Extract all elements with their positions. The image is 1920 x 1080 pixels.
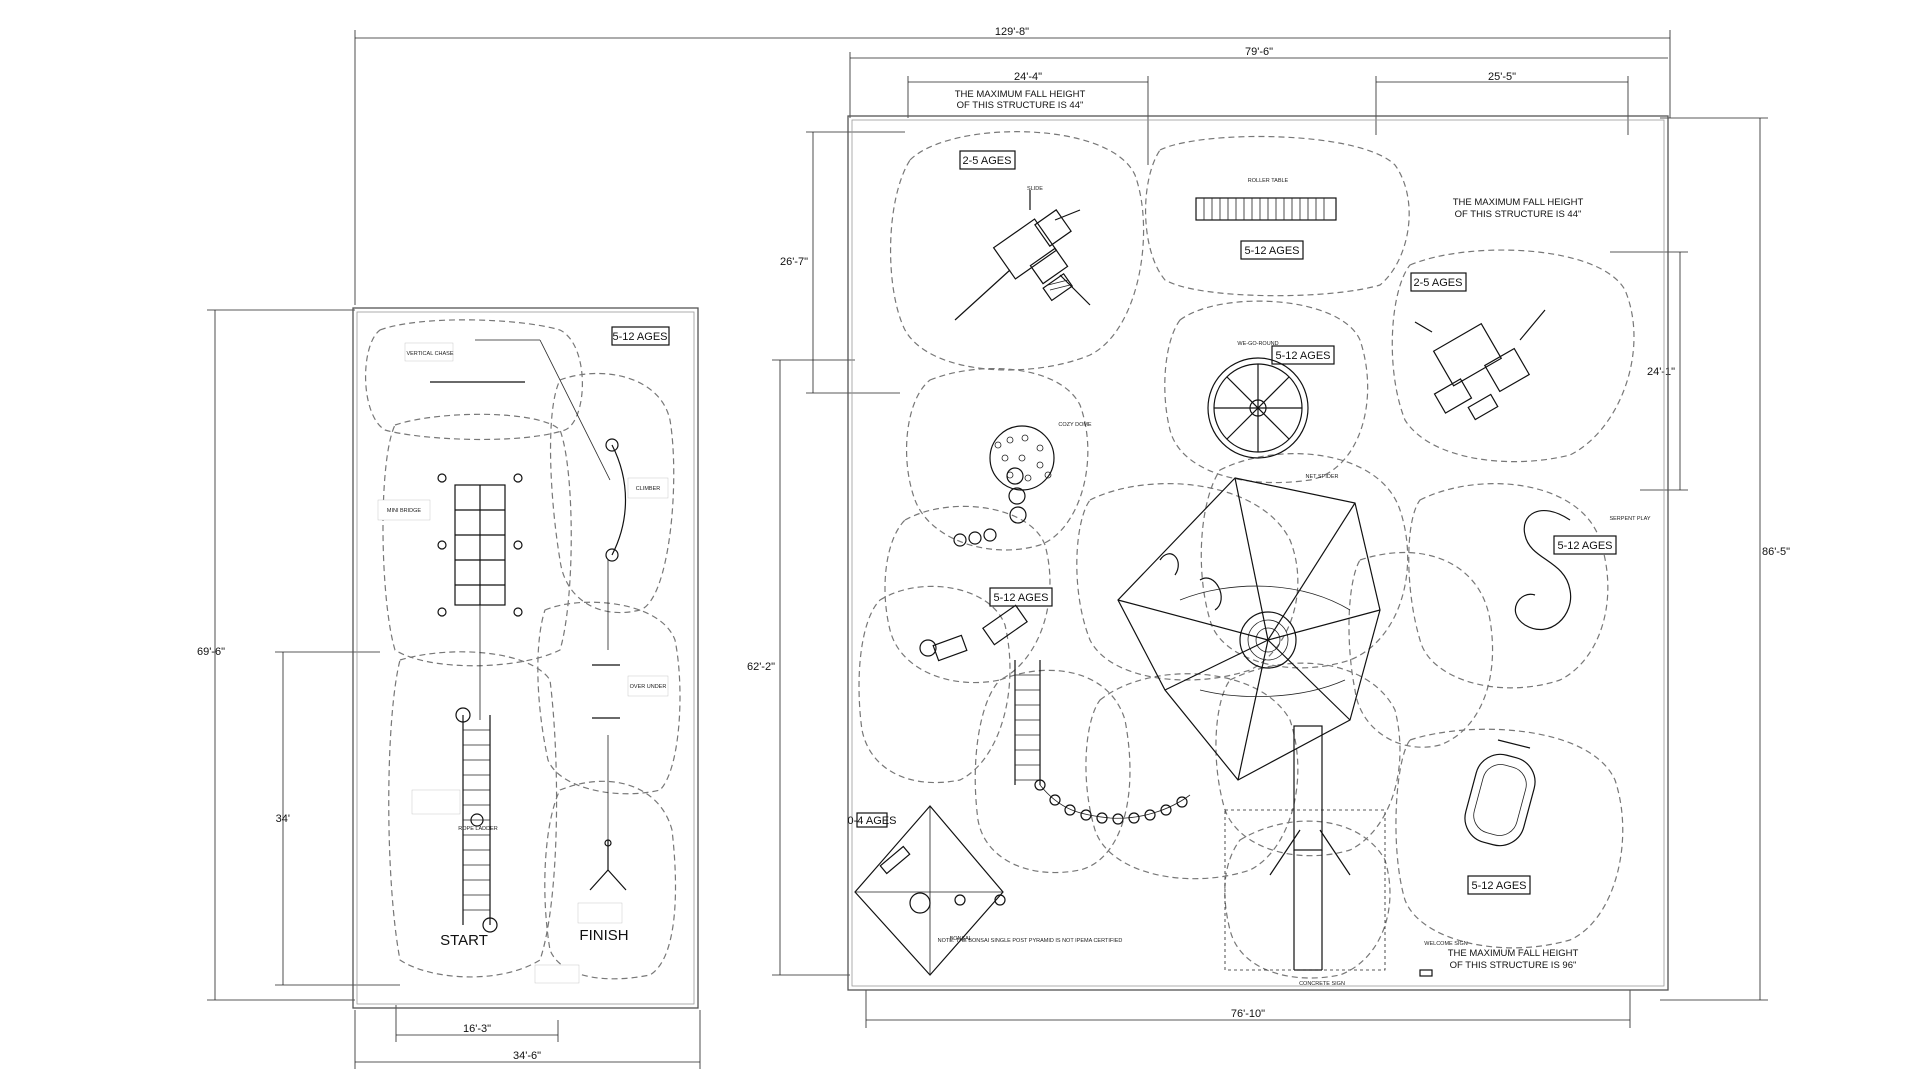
dim-86-5: 86'-5"	[1762, 546, 1790, 558]
we-go-round	[1207, 357, 1309, 459]
age-text-right-2-5: 2-5 AGES	[1414, 277, 1463, 289]
finish-label: FINISH	[579, 927, 628, 944]
toddler-structure-top-left	[954, 190, 1091, 321]
dim-34: 34'	[276, 813, 290, 825]
dim-69-6: 69'-6"	[197, 646, 225, 658]
callout-roller-table: ROLLER TABLE	[1248, 178, 1289, 184]
dim-24-1: 24'-1"	[1647, 366, 1675, 378]
dim-62-2: 62'-2"	[747, 661, 775, 673]
fall-note-96-line2: OF THIS STRUCTURE IS 96"	[1450, 960, 1577, 971]
callout-mini-bridge: MINI BRIDGE	[387, 508, 422, 514]
dim-76-10: 76'-10"	[1231, 1008, 1265, 1020]
fall-note-96-line1: THE MAXIMUM FALL HEIGHT	[1448, 948, 1579, 959]
net-spider	[1117, 477, 1386, 971]
age-text-middle-left: 5-12 AGES	[993, 592, 1048, 604]
callout-we-go-round: WE-GO-ROUND	[1237, 341, 1278, 347]
age-text-spinner: 5-12 AGES	[1275, 350, 1330, 362]
welcome-sign-marker	[1419, 969, 1433, 977]
finish-climber	[589, 839, 627, 891]
dim-16-3: 16'-3"	[463, 1023, 491, 1035]
fall-note-44-a-line2: OF THIS STRUCTURE IS 44"	[957, 100, 1084, 111]
dim-24-4: 24'-4"	[1014, 71, 1042, 83]
start-label: START	[440, 932, 488, 949]
dim-34-6: 34'-6"	[513, 1050, 541, 1062]
age-text-right-serpent: 5-12 AGES	[1557, 540, 1612, 552]
dim-right-width: 79'-6"	[1245, 46, 1273, 58]
component-callouts: ROLLER TABLE WE-GO-ROUND COZY DOME SERPE…	[387, 178, 1651, 987]
fall-note-44-a-line1: THE MAXIMUM FALL HEIGHT	[955, 89, 1086, 100]
callout-cozy-dome: COZY DOME	[1058, 422, 1092, 428]
callout-concrete-sign: CONCRETE SIGN	[1299, 981, 1345, 987]
callout-welcome-sign: WELCOME SIGN	[1424, 941, 1467, 947]
mini-bridge	[437, 473, 523, 617]
tube-slide	[1464, 739, 1536, 847]
age-label-left	[611, 326, 670, 346]
left-course-panel: 5-12 AGES	[352, 307, 699, 1009]
age-text-top-left: 2-5 AGES	[963, 155, 1012, 167]
age-text-bonus: 0-4 AGES	[848, 815, 897, 827]
callout-climber: CLIMBER	[636, 486, 660, 492]
bonus-note: NOTE: THE BONSAI SINGLE POST PYRAMID IS …	[938, 938, 1123, 944]
bonsai-pyramid: 0-4 AGES	[848, 805, 1006, 976]
fall-note-44-b-line1: THE MAXIMUM FALL HEIGHT	[1453, 197, 1584, 208]
age-text-bottom-right: 5-12 AGES	[1471, 880, 1526, 892]
rope-ladder	[455, 707, 498, 933]
toddler-structure-right	[1414, 309, 1546, 421]
left-climber-cluster	[919, 604, 1041, 785]
callout-slide: SLIDE	[1027, 186, 1043, 192]
bead-chain	[1034, 779, 1191, 825]
right-main-panel: THE MAXIMUM FALL HEIGHT OF THIS STRUCTUR…	[847, 89, 1669, 991]
age-text-top-middle: 5-12 AGES	[1244, 245, 1299, 257]
callout-rope-ladder: ROPE LADDER	[458, 826, 497, 832]
overall-dimension-lines: 129'-8" 79'-6" 24'-4" 25'-5" 26'-7" 24'-…	[197, 26, 1790, 1069]
dim-25-5: 25'-5"	[1488, 71, 1516, 83]
serpent-climber	[1514, 510, 1572, 631]
stepping-pods	[953, 467, 1027, 547]
age-text-left: 5-12 AGES	[612, 331, 667, 343]
callout-bonsai: BONSAI	[950, 936, 971, 942]
roller-table	[1195, 197, 1337, 221]
callout-net-spider: NET SPIDER	[1306, 474, 1339, 480]
dim-26-7: 26'-7"	[780, 256, 808, 268]
callout-over-under: OVER UNDER	[630, 684, 667, 690]
fall-note-44-b-line2: OF THIS STRUCTURE IS 44"	[1455, 209, 1582, 220]
callout-serpent: SERPENT PLAY	[1609, 516, 1650, 522]
left-callouts	[377, 342, 669, 984]
callout-vertical-chase: VERTICAL CHASE	[406, 351, 453, 357]
dim-overall-width: 129'-8"	[995, 26, 1029, 38]
